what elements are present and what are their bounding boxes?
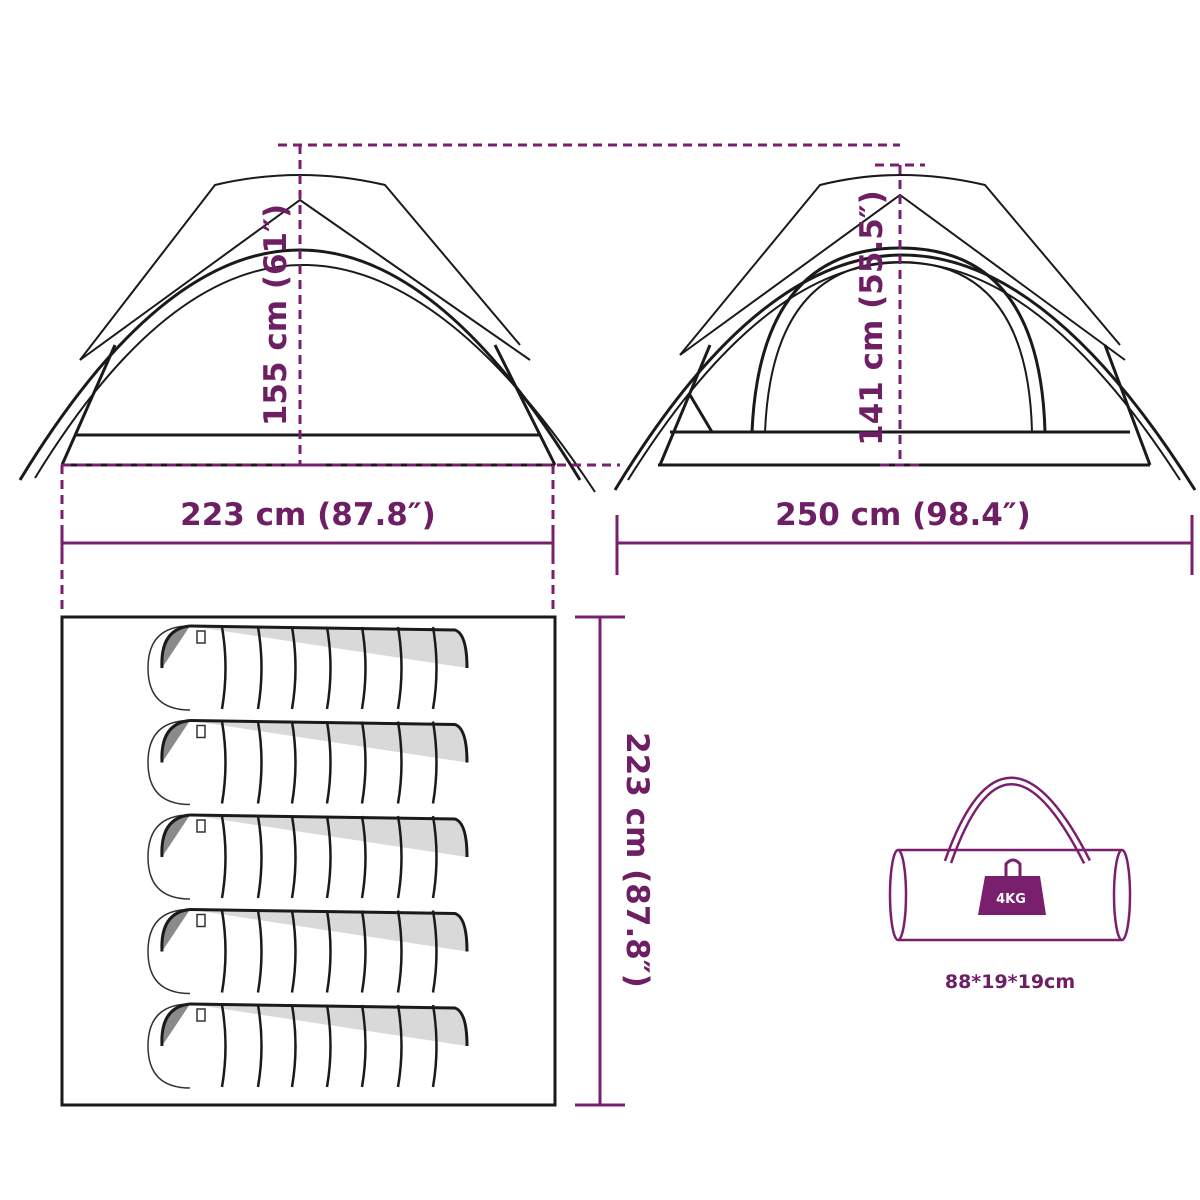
weight-label: 4KG [996,892,1026,907]
sleeping-bag-seam [431,815,438,899]
sleeping-bag-seam [220,910,227,993]
sleeping-bag-seam [220,1004,227,1088]
dimension-lines [60,463,1194,1107]
sleeping-bag-seam [290,815,297,899]
sleeping-bag-seam [220,626,227,710]
sleeping-bag-seam [290,1004,297,1088]
front-height-label: 155 cm (61″) [258,204,294,426]
floor-depth-label: 223 cm (87.8″) [619,732,655,988]
sleeping-bag [147,719,469,806]
side-width-label: 250 cm (98.4″) [775,497,1031,533]
sleeping-bag-seam [360,815,367,899]
sleeping-bag [147,813,469,900]
sleeping-bag [147,1002,469,1089]
sleeping-bag [147,624,469,711]
sleeping-bag-seam [431,721,438,804]
sleeping-bag-seam [256,721,263,804]
sleeping-bag-seam [325,910,332,993]
weight-icon [978,876,1046,915]
sleeping-bag-seam [431,1004,438,1088]
sleeping-bag-seam [256,626,263,710]
sleeping-bag-seam [360,1004,367,1088]
floor-plan-outline [60,615,557,1107]
sleeping-bag-seam [290,626,297,710]
sleeping-bag-seam [256,910,263,993]
sleeping-bag-seam [325,721,332,804]
sleeping-bag-seam [431,626,438,710]
sleeping-bag-seam [220,815,227,899]
sleeping-bag-seam [360,910,367,993]
sleeping-bag-seam [396,910,403,993]
sleeping-bag-seam [396,1004,403,1088]
sleeping-bag-seam [256,1004,263,1088]
sleeping-bag-seam [396,721,403,804]
carry-bag-size-label: 88*19*19cm [945,971,1075,993]
sleeping-bag-seam [290,910,297,993]
sleeping-bag-seam [256,815,263,899]
tent-front-view [18,174,596,493]
sleeping-bags [147,624,469,1089]
sleeping-bag-seam [290,721,297,804]
sleeping-bag-seam [325,815,332,899]
sleeping-bag-seam [431,910,438,993]
side-height-label: 141 cm (55.5″) [854,190,890,446]
sleeping-bag-seam [360,721,367,804]
sleeping-bag-seam [396,815,403,899]
tent-side-view [613,174,1197,491]
sleeping-bag-seam [360,626,367,710]
sleeping-bag [147,908,469,995]
sleeping-bag-seam [396,626,403,710]
sleeping-bag-seam [325,1004,332,1088]
carry-bag-icon [888,776,1132,942]
sleeping-bag-seam [220,721,227,804]
front-width-label: 223 cm (87.8″) [180,497,436,533]
sleeping-bag-seam [325,626,332,710]
